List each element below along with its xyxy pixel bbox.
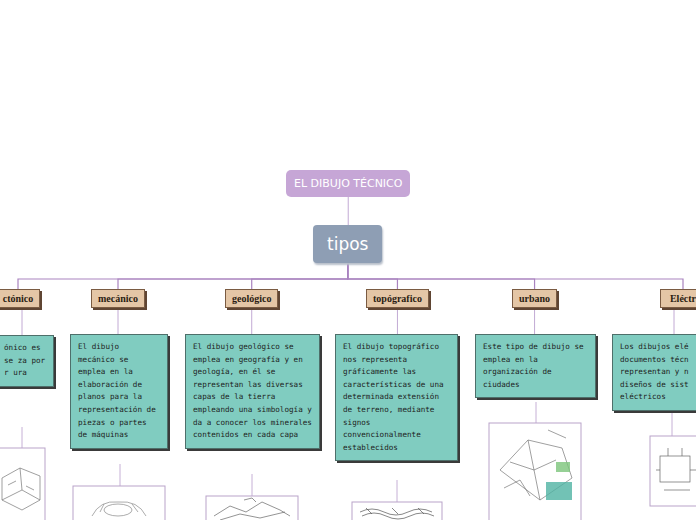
node-text: Eléctr: [665, 293, 696, 304]
connector: [348, 263, 398, 289]
connector: [22, 308, 23, 335]
description-box: El dibujo mecánico se emplea en la elabo…: [70, 334, 168, 449]
description-box: El dibujo geológico se emplea en geograf…: [185, 334, 320, 449]
node-text: EL DIBUJO TÉCNICO: [294, 177, 402, 190]
image-frame: [0, 448, 45, 520]
category-box: tipos: [313, 225, 382, 263]
type-tab: mecánico: [91, 289, 145, 308]
description-box: ónico es se za por r ura: [0, 335, 54, 387]
connector: [397, 308, 398, 334]
node-text: Este tipo de dibujo se emplea en la orga…: [483, 341, 588, 391]
node-text: ónico es se za por r ura: [4, 342, 46, 380]
connector: [252, 263, 348, 289]
connector: [348, 263, 535, 289]
type-tab: urbano: [512, 289, 557, 308]
connector: [348, 263, 683, 289]
type-tab: geológico: [225, 289, 278, 308]
connector: [118, 308, 119, 334]
node-text: topógrafico: [373, 293, 422, 304]
node-text: geológico: [232, 293, 271, 304]
node-text: tipos: [327, 234, 368, 254]
node-text: Los dibujos elé documentos técn represen…: [620, 341, 696, 404]
connector: [348, 197, 349, 225]
image-frame: [489, 423, 581, 520]
image-frame: [352, 502, 442, 520]
connector: [118, 263, 348, 289]
description-box: Este tipo de dibujo se emplea en la orga…: [475, 334, 596, 398]
node-text: El dibujo mecánico se emplea en la elabo…: [78, 341, 160, 442]
node-text: El dibujo topográfico nos representa grá…: [343, 341, 450, 454]
connector: [534, 308, 535, 334]
image-frame: [73, 486, 165, 520]
title-box: EL DIBUJO TÉCNICO: [286, 170, 410, 197]
node-text: ctónico: [1, 293, 35, 304]
type-tab: Eléctr: [660, 289, 696, 308]
description-box: Los dibujos elé documentos técn represen…: [612, 334, 696, 411]
image-frame: [650, 436, 696, 506]
type-tab: topógrafico: [366, 289, 429, 308]
node-text: El dibujo geológico se emplea en geograf…: [193, 341, 312, 442]
type-tab: ctónico: [0, 289, 40, 308]
connector: [18, 263, 348, 289]
node-text: urbano: [519, 293, 550, 304]
image-frame: [206, 496, 298, 520]
connector: [251, 308, 252, 334]
connector: [674, 308, 675, 334]
node-text: mecánico: [98, 293, 138, 304]
description-box: El dibujo topográfico nos representa grá…: [335, 334, 458, 461]
